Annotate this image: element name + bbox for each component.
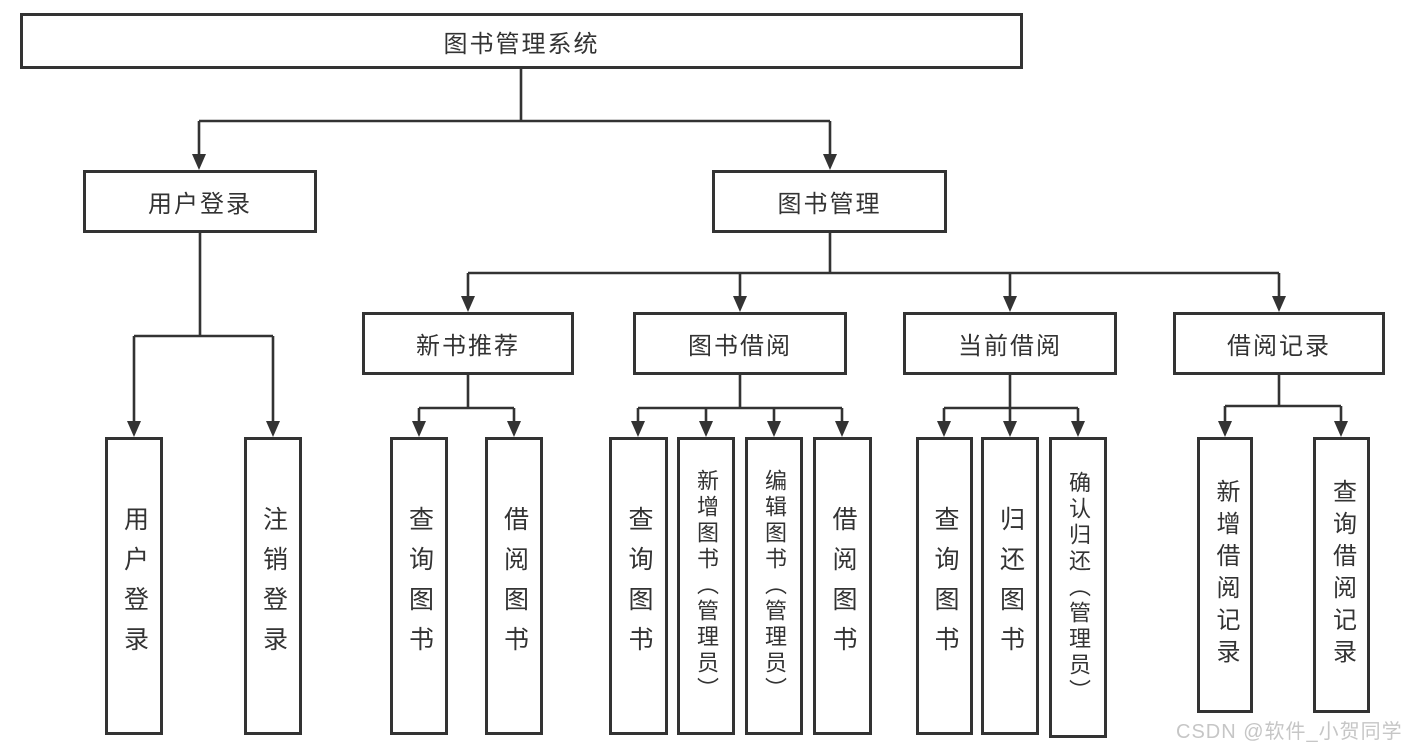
leaf-records-query-record-label: 查询借阅记录 bbox=[1328, 479, 1356, 671]
leaf-logout-label: 注销登录 bbox=[259, 506, 288, 666]
leaf-recommend-borrow-books: 借阅图书 bbox=[485, 437, 543, 735]
node-root-system: 图书管理系统 bbox=[20, 13, 1023, 69]
leaf-records-add-record: 新增借阅记录 bbox=[1197, 437, 1253, 713]
leaf-borrowing-borrow-books-label: 借阅图书 bbox=[829, 506, 857, 666]
leaf-current-confirm-return-admin: 确认归还（管理员） bbox=[1049, 437, 1107, 738]
node-new-book-recommend-label: 新书推荐 bbox=[416, 333, 520, 360]
leaf-recommend-query-books: 查询图书 bbox=[390, 437, 448, 735]
csdn-watermark: CSDN @软件_小贺同学 bbox=[1176, 721, 1403, 743]
leaf-borrowing-add-books-admin-label: 新增图书（管理员） bbox=[694, 469, 719, 703]
node-new-book-recommend: 新书推荐 bbox=[362, 312, 574, 375]
node-root-label: 图书管理系统 bbox=[443, 30, 600, 58]
leaf-current-return-books: 归还图书 bbox=[981, 437, 1039, 735]
leaf-borrowing-add-books-admin: 新增图书（管理员） bbox=[677, 437, 735, 735]
node-user-login: 用户登录 bbox=[83, 170, 317, 233]
leaf-borrowing-edit-books-admin-label: 编辑图书（管理员） bbox=[762, 469, 787, 703]
leaf-borrowing-query-books-label: 查询图书 bbox=[625, 506, 653, 666]
leaf-recommend-query-books-label: 查询图书 bbox=[405, 506, 434, 666]
leaf-borrowing-query-books: 查询图书 bbox=[609, 437, 668, 735]
leaf-borrowing-edit-books-admin: 编辑图书（管理员） bbox=[745, 437, 803, 735]
node-user-login-label: 用户登录 bbox=[148, 191, 252, 218]
leaf-user-login-label: 用户登录 bbox=[120, 506, 149, 666]
node-book-borrowing: 图书借阅 bbox=[633, 312, 847, 375]
leaf-logout: 注销登录 bbox=[244, 437, 302, 735]
node-book-management-label: 图书管理 bbox=[777, 191, 882, 218]
leaf-current-query-books-label: 查询图书 bbox=[931, 506, 959, 666]
leaf-records-add-record-label: 新增借阅记录 bbox=[1212, 479, 1239, 671]
leaf-current-confirm-return-admin-label: 确认归还（管理员） bbox=[1066, 470, 1091, 705]
node-book-borrowing-label: 图书借阅 bbox=[688, 333, 792, 360]
leaf-borrowing-borrow-books: 借阅图书 bbox=[813, 437, 872, 735]
node-borrowing-records: 借阅记录 bbox=[1173, 312, 1385, 375]
node-borrowing-records-label: 借阅记录 bbox=[1227, 333, 1331, 360]
leaf-records-query-record: 查询借阅记录 bbox=[1313, 437, 1370, 713]
node-current-borrowing: 当前借阅 bbox=[903, 312, 1117, 375]
leaf-current-query-books: 查询图书 bbox=[916, 437, 973, 735]
leaf-current-return-books-label: 归还图书 bbox=[996, 506, 1025, 666]
node-current-borrowing-label: 当前借阅 bbox=[958, 333, 1062, 360]
leaf-recommend-borrow-books-label: 借阅图书 bbox=[500, 506, 529, 666]
node-book-management: 图书管理 bbox=[712, 170, 947, 233]
leaf-user-login: 用户登录 bbox=[105, 437, 163, 735]
